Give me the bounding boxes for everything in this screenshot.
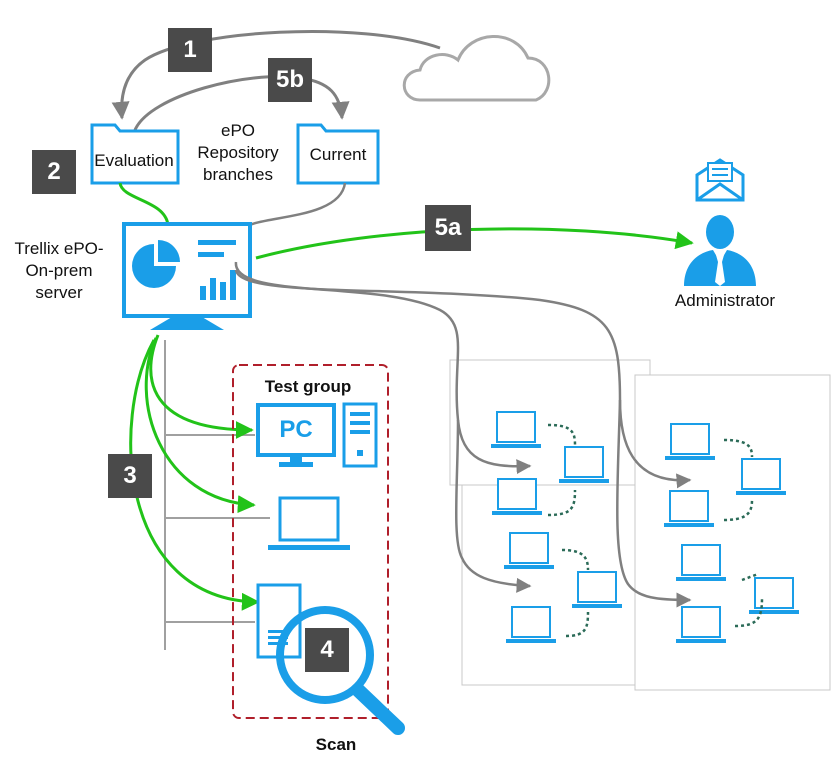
evaluation-server-link	[118, 182, 170, 226]
folder-icon	[296, 123, 380, 185]
laptop-icon	[735, 458, 787, 496]
step-3-badge: 3	[108, 454, 152, 498]
pie-chart-icon	[132, 240, 180, 288]
laptop-icon	[664, 423, 716, 461]
flow-3-connectors	[129, 334, 260, 611]
laptop-icon	[663, 490, 715, 528]
evaluation-folder-label: Evaluation	[94, 151, 174, 170]
repository-label-line: Repository	[197, 143, 279, 162]
step-5b-badge: 5b	[268, 58, 312, 102]
pc-label: PC	[279, 416, 313, 443]
step-5a-badge: 5a	[425, 205, 471, 251]
laptop-icon	[490, 411, 542, 449]
scan-label: Scan	[315, 735, 357, 754]
client-group-boxes	[449, 359, 831, 691]
user-icon	[684, 215, 756, 286]
laptop-icon	[491, 478, 543, 516]
repository-label-line: ePO	[220, 121, 256, 140]
test-group-title: Test group	[264, 377, 352, 396]
server-label-line: On-prem	[25, 261, 93, 280]
laptop-icon	[675, 606, 727, 644]
bar-chart-icon	[198, 240, 236, 300]
step-2-badge: 2	[32, 150, 76, 194]
folder-icon	[90, 123, 180, 185]
cloud-icon	[402, 35, 551, 102]
laptop-icon	[571, 571, 623, 609]
repository-branches-label: ePO Repository branches	[188, 120, 288, 186]
step-1-badge: 1	[168, 28, 212, 72]
pc-icon	[256, 403, 336, 467]
magnifier-icon	[276, 606, 405, 735]
test-group-box	[232, 364, 389, 719]
tower-icon	[342, 402, 378, 468]
client-group-box	[634, 374, 831, 691]
laptop-icon	[503, 532, 555, 570]
client-connectors	[234, 261, 692, 608]
laptop-icon	[268, 496, 350, 550]
email-icon	[695, 158, 745, 202]
repository-label-line: branches	[203, 165, 273, 184]
administrator-label: Administrator	[674, 291, 776, 310]
peer-links	[547, 423, 764, 638]
laptop-icon	[505, 606, 557, 644]
laptop-icon	[748, 577, 800, 615]
server-label-line: server	[35, 283, 83, 302]
current-folder-label: Current	[309, 145, 367, 164]
laptop-icon	[675, 544, 727, 582]
laptop-icon	[558, 446, 610, 484]
server-label-line: Trellix ePO-	[14, 239, 104, 258]
step-4-badge: 4	[305, 628, 349, 672]
server-label: Trellix ePO- On-prem server	[0, 238, 118, 304]
flow-5a-connector	[255, 227, 694, 260]
